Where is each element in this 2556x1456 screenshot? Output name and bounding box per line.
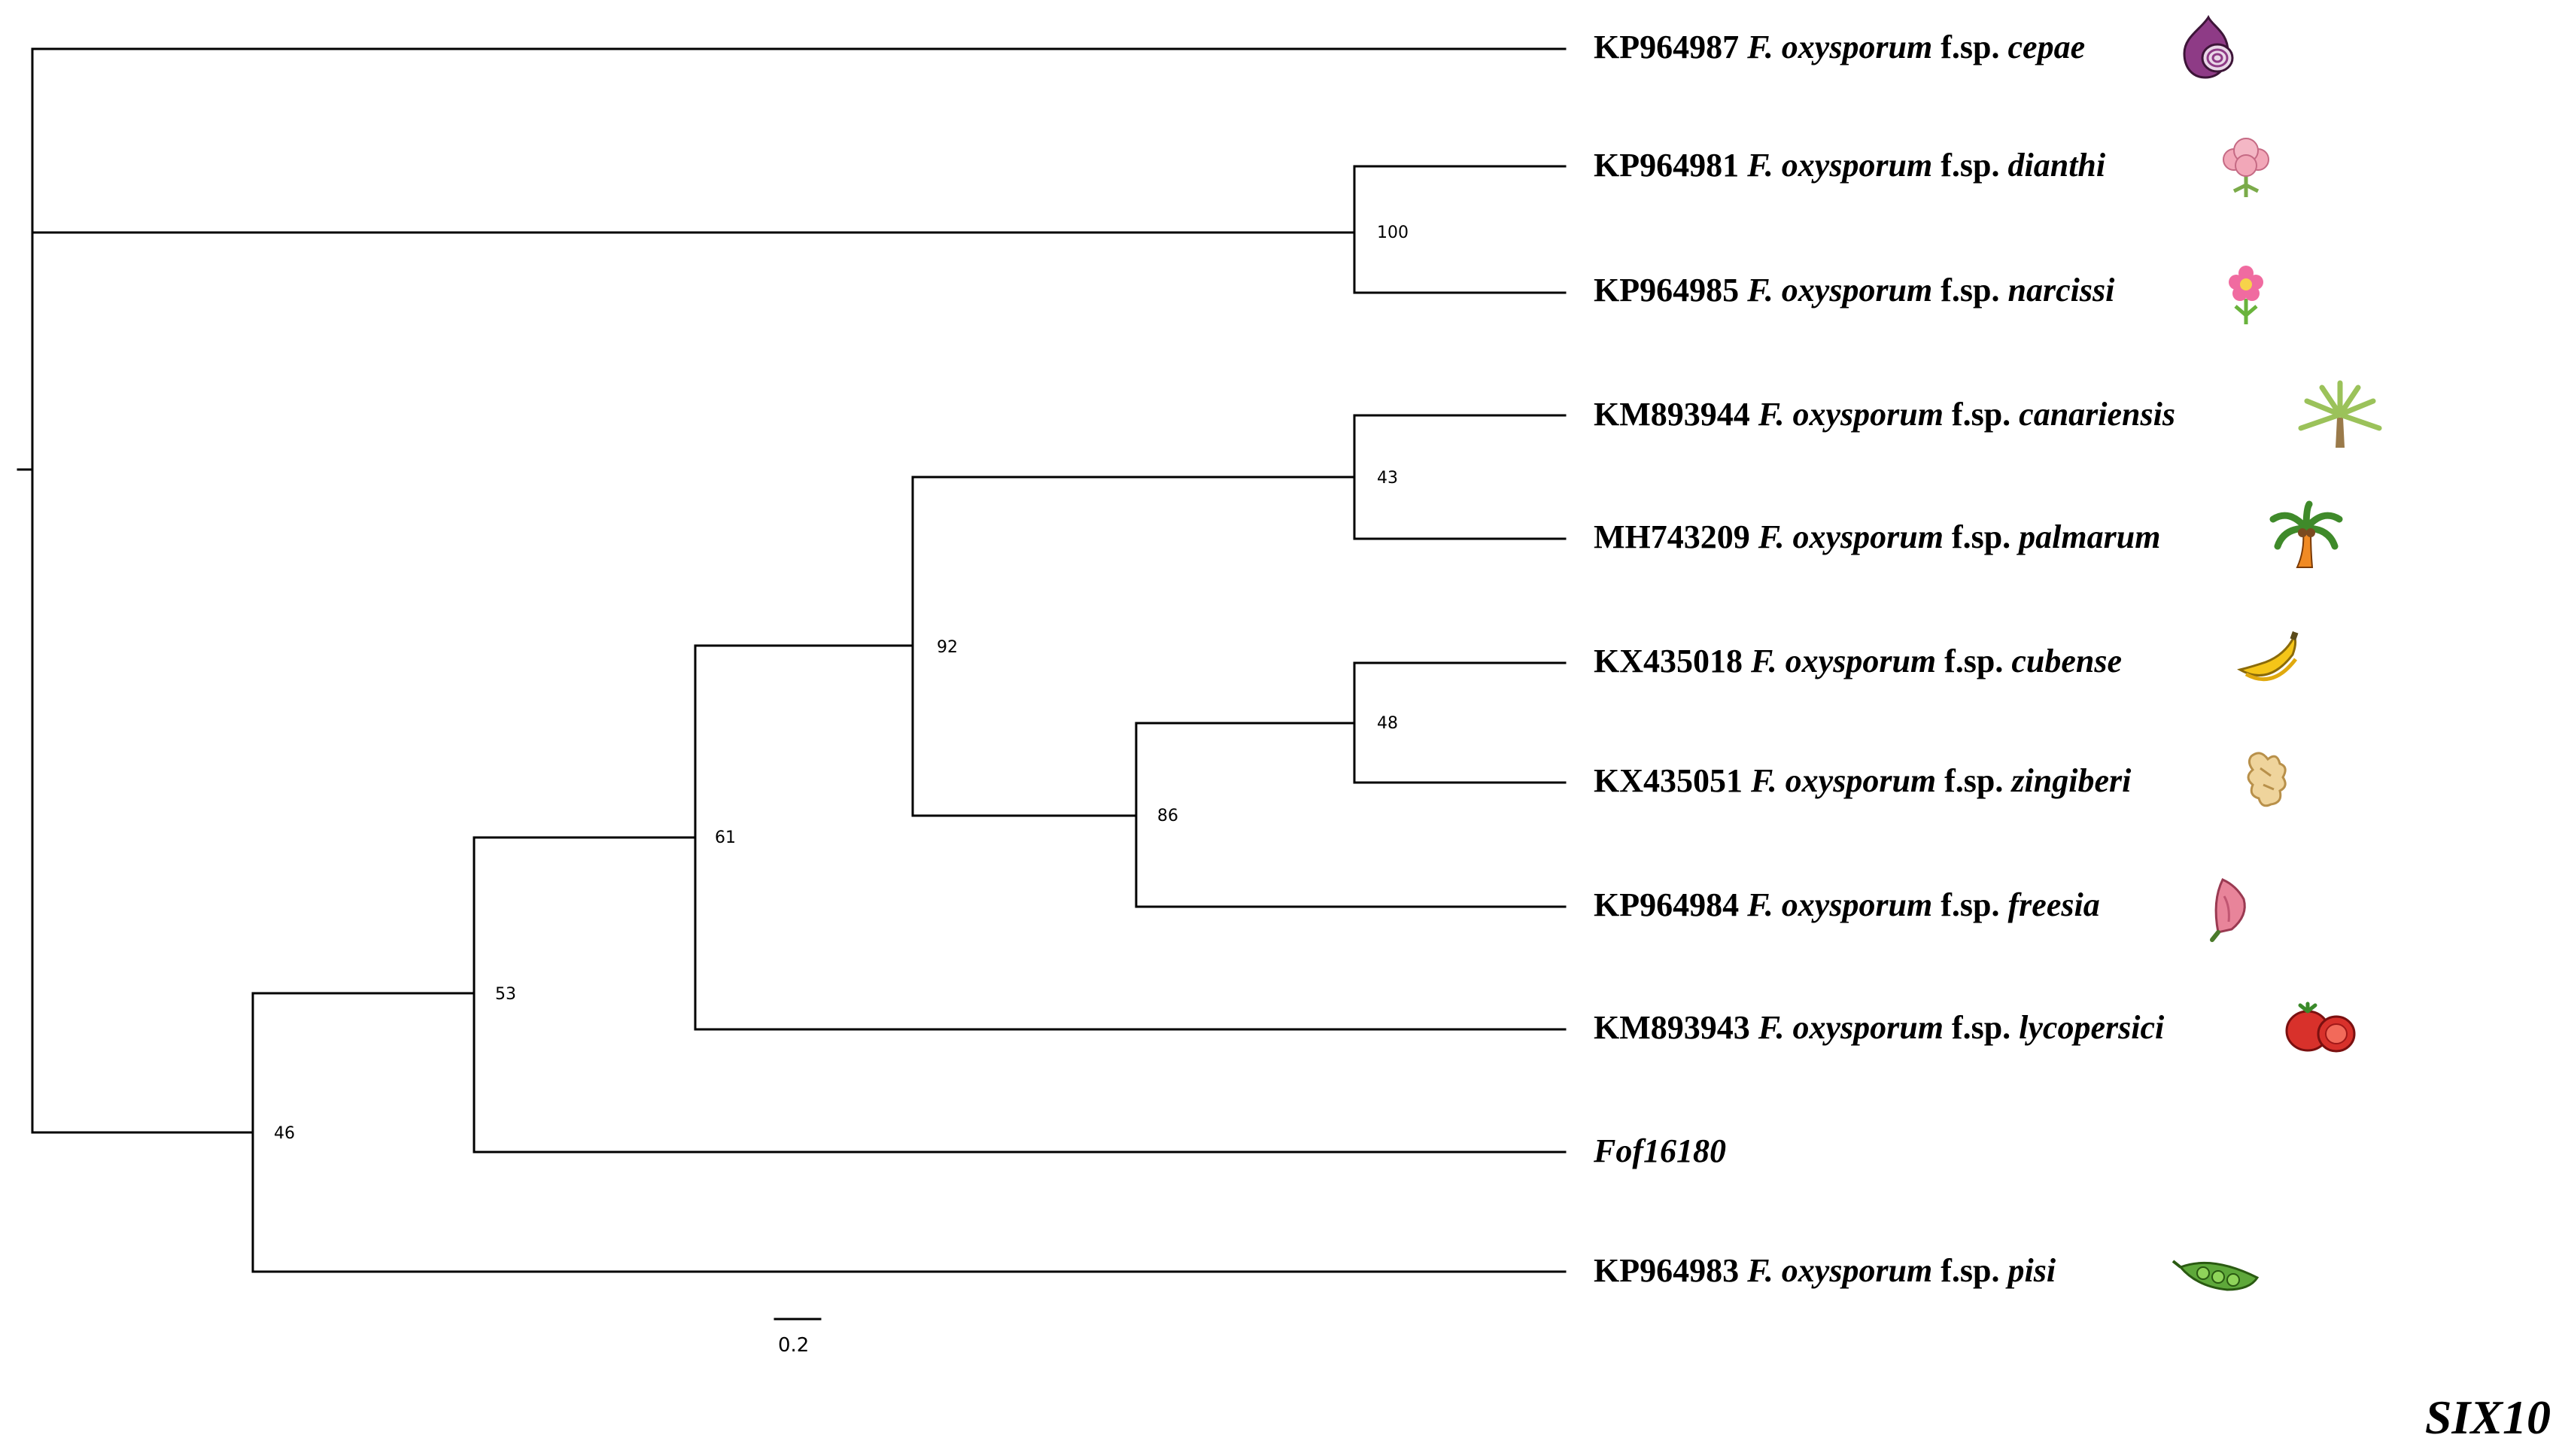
fsp: f.sp. [1952,518,2010,555]
tip-label-palmarum: MH743209 F. oxysporum f.sp. palmarum [1594,518,2160,555]
tip-label-cubense: KX435018 F. oxysporum f.sp. cubense [1594,643,2122,679]
genus: F. oxysporum [1746,29,1932,65]
genus: F. oxysporum [1746,147,1932,184]
genus: F. oxysporum [1750,643,1936,679]
host: canariensis [2019,396,2175,433]
accession: KM893944 [1594,396,1750,433]
support-value: 46 [274,1124,295,1143]
pea-pod-icon [2172,1260,2260,1291]
support-value: 61 [715,828,736,847]
accession: MH743209 [1594,518,1750,555]
tip-label-fof: Fof16180 [1593,1132,1726,1169]
tip-labels: KP964987 F. oxysporum f.sp. cepae KP9649… [1593,29,2175,1289]
host: lycopersici [2019,1009,2165,1046]
flower-icon [2229,266,2263,324]
accession: KX435051 [1594,762,1743,799]
accession: KP964983 [1594,1252,1739,1289]
fsp: f.sp. [1941,886,1999,923]
fsp: f.sp. [1941,147,1999,184]
accession: KP964981 [1594,147,1739,184]
support-values: 100 43 92 48 86 61 53 46 [274,223,1409,1143]
host: Fof16180 [1593,1132,1726,1169]
accession: KX435018 [1594,643,1743,679]
host: zingiberi [2010,762,2132,799]
palm-icon [2298,380,2382,448]
support-value: 86 [1157,807,1178,825]
genus: F. oxysporum [1746,1252,1932,1289]
host: pisi [2005,1252,2056,1289]
host: dianthi [2008,147,2106,184]
host: narcissi [2008,272,2116,309]
fsp: f.sp. [1941,1252,1999,1289]
genus: F. oxysporum [1746,886,1932,923]
gene-label: SIX10 [2425,1391,2551,1444]
support-value: 43 [1377,469,1398,488]
tip-label-zingiberi: KX435051 F. oxysporum f.sp. zingiberi [1594,762,2132,799]
tip-label-canariensis: KM893944 F. oxysporum f.sp. canariensis [1594,396,2175,433]
fsp: f.sp. [1952,396,2010,433]
fsp: f.sp. [1941,272,1999,309]
host: cepae [2008,29,2086,65]
genus: F. oxysporum [1758,518,1944,555]
tip-label-freesia: KP964984 F. oxysporum f.sp. freesia [1594,886,2100,923]
host-icons [2172,14,2382,1291]
tip-label-cepae: KP964987 F. oxysporum f.sp. cepae [1594,29,2085,65]
genus: F. oxysporum [1758,396,1944,433]
support-value: 53 [495,985,516,1004]
banana-icon [2237,631,2299,682]
carnation-icon [2223,138,2269,197]
support-value: 92 [937,638,958,657]
onion-icon [2183,14,2234,79]
fsp: f.sp. [1941,29,1999,65]
genus: F. oxysporum [1746,272,1932,309]
fsp: f.sp. [1952,1009,2010,1046]
host: freesia [2008,886,2100,923]
accession: KM893943 [1594,1009,1750,1046]
coconut-palm-icon [2269,500,2343,568]
genus: F. oxysporum [1750,762,1936,799]
host: palmarum [2016,518,2160,555]
genus: F. oxysporum [1758,1009,1944,1046]
ginger-icon [2247,752,2287,807]
tree-branches [17,47,1567,1273]
support-value: 48 [1377,714,1398,733]
freesia-icon [2210,878,2246,942]
accession: KP964984 [1594,886,1739,923]
support-value: 100 [1377,223,1409,242]
accession: KP964987 [1594,29,1739,65]
tip-label-lycopersici: KM893943 F. oxysporum f.sp. lycopersici [1594,1009,2165,1046]
scale-bar-label: 0.2 [778,1334,809,1357]
scale-bar: 0.2 [773,1318,822,1357]
tip-label-narcissi: KP964985 F. oxysporum f.sp. narcissi [1594,272,2115,309]
tip-label-dianthi: KP964981 F. oxysporum f.sp. dianthi [1594,147,2106,184]
fsp: f.sp. [1944,643,2003,679]
tomato-icon [2285,1002,2356,1053]
tip-label-pisi: KP964983 F. oxysporum f.sp. pisi [1594,1252,2056,1289]
accession: KP964985 [1594,272,1739,309]
host: cubense [2011,643,2122,679]
fsp: f.sp. [1944,762,2003,799]
